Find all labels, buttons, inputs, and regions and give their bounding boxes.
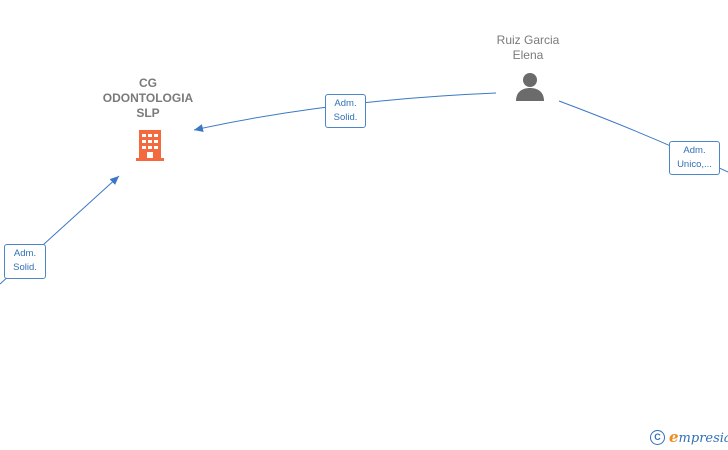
company-name[interactable]: CG ODONTOLOGIA SLP xyxy=(88,76,208,121)
brand-initial: e xyxy=(669,428,679,446)
role-label-adm-solid[interactable]: Adm. Solid. xyxy=(325,94,366,128)
company-name-line-2: ODONTOLOGIA xyxy=(102,91,194,105)
role-line-1: Adm. xyxy=(13,248,37,259)
role-label-adm-solid-left[interactable]: Adm. Solid. xyxy=(4,244,46,279)
brand-logo: empresia xyxy=(669,428,728,446)
copyright-icon: C xyxy=(650,429,665,445)
person-name-line-1: Ruiz Garcia xyxy=(496,33,560,47)
building-icon[interactable] xyxy=(134,126,168,162)
person-name[interactable]: Ruiz Garcia Elena xyxy=(468,33,588,63)
role-label-adm-unico[interactable]: Adm. Unico,... xyxy=(669,141,720,175)
brand-rest: mpresia xyxy=(678,431,728,446)
role-line-2: Solid. xyxy=(333,112,358,123)
role-line-1: Adm. xyxy=(334,98,357,109)
company-name-line-3: SLP xyxy=(136,106,160,120)
person-name-line-2: Elena xyxy=(512,48,544,62)
role-line-2: Solid. xyxy=(13,262,37,273)
role-line-1: Adm. xyxy=(683,145,706,156)
company-name-line-1: CG xyxy=(139,76,157,90)
role-line-2: Unico,... xyxy=(677,159,712,170)
person-icon[interactable] xyxy=(514,70,546,102)
